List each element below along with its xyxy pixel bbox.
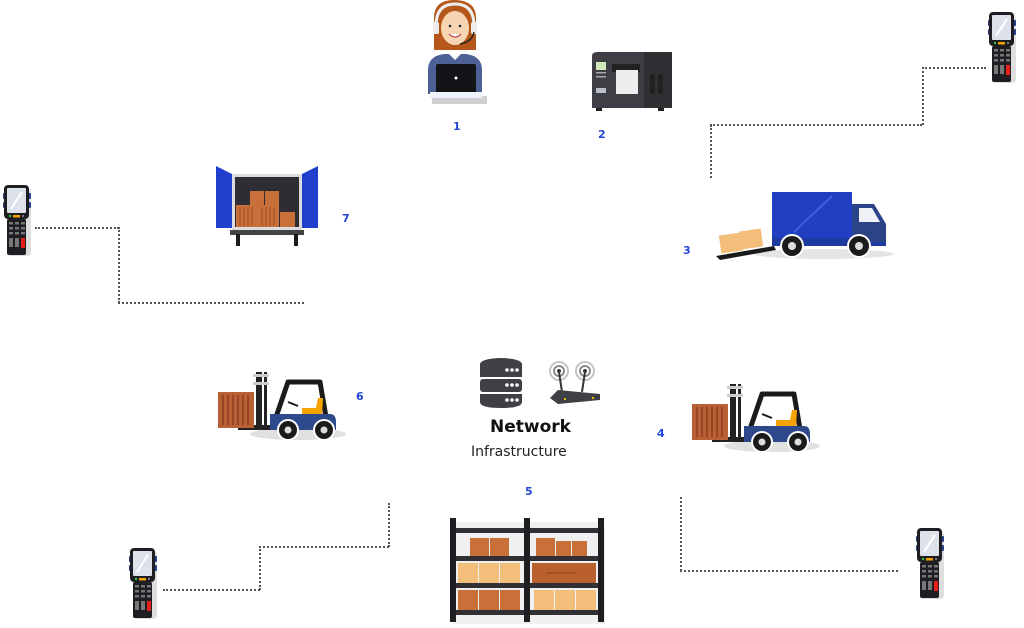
step-number-7: 7 — [342, 212, 350, 225]
device-scanner-3[interactable] — [128, 547, 162, 626]
forklift-icon — [218, 372, 348, 448]
device-scanner-1[interactable] — [987, 11, 1021, 90]
step-number-4: 4 — [657, 427, 665, 440]
step-number-2: 2 — [598, 128, 606, 141]
step-4 — [692, 384, 822, 464]
step-7 — [214, 164, 320, 252]
warehouse-shelving-icon — [450, 518, 605, 624]
device-scanner-2[interactable] — [2, 184, 36, 263]
label-printer-icon — [592, 52, 672, 111]
customer-service-agent-icon — [428, 0, 487, 104]
step-2 — [588, 50, 674, 116]
step-number-6: 6 — [356, 390, 364, 403]
handheld-scanner-icon — [987, 11, 1017, 84]
truck-trailer-open-icon — [216, 166, 318, 246]
handheld-scanner-icon — [915, 527, 945, 600]
handheld-scanner-icon — [2, 184, 32, 257]
handheld-scanner-icon — [128, 547, 158, 620]
step-number-1: 1 — [453, 120, 461, 133]
step-1 — [424, 0, 494, 112]
step-number-3: 3 — [683, 244, 691, 257]
network-title: Network — [490, 417, 571, 437]
wifi-router-icon-wrap — [546, 360, 604, 412]
step-3 — [714, 190, 894, 266]
delivery-truck-unloading-icon — [716, 192, 894, 260]
step-5 — [448, 516, 606, 628]
device-scanner-4[interactable] — [915, 527, 949, 606]
network-subtitle: Infrastructure — [471, 444, 567, 460]
forklift-icon — [692, 384, 822, 460]
database-server-icon — [480, 358, 522, 408]
wifi-router-icon — [549, 361, 600, 404]
step-6 — [218, 372, 348, 452]
step-number-5: 5 — [525, 485, 533, 498]
database-server-icon-wrap — [478, 358, 524, 414]
